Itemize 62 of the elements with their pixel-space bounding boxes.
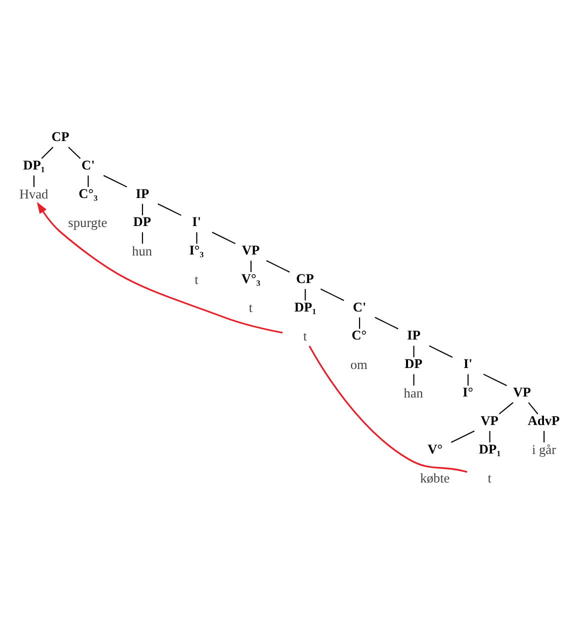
node-text: VP bbox=[513, 384, 531, 399]
connector bbox=[544, 430, 545, 442]
node-text: V° bbox=[428, 440, 443, 456]
node-text: han bbox=[404, 384, 424, 400]
node-text: DP₁ bbox=[478, 440, 501, 456]
node-text: I° bbox=[462, 384, 474, 399]
connector bbox=[308, 345, 468, 472]
connector bbox=[196, 232, 198, 244]
connector bbox=[320, 288, 344, 300]
node-text: VP bbox=[242, 242, 260, 258]
connector bbox=[489, 430, 490, 442]
node-text: V°₃ bbox=[241, 270, 260, 286]
node-text: spurgte bbox=[68, 214, 108, 230]
node-text: C' bbox=[82, 156, 95, 172]
node-text: i går bbox=[532, 442, 556, 457]
connector bbox=[483, 373, 507, 386]
node-text: VP bbox=[480, 412, 498, 428]
connector bbox=[359, 316, 360, 328]
node-text: IP bbox=[136, 185, 150, 200]
node-text: CP bbox=[296, 270, 314, 286]
node-text: IP bbox=[407, 327, 420, 342]
connector bbox=[103, 174, 128, 187]
connector bbox=[428, 344, 453, 358]
connector bbox=[468, 374, 469, 386]
node-text: C' bbox=[352, 298, 366, 314]
node-text: om bbox=[350, 356, 368, 372]
connector bbox=[266, 260, 290, 272]
node-text: I°₃ bbox=[189, 242, 204, 258]
connector bbox=[88, 175, 89, 186]
node-text: DP bbox=[133, 214, 152, 229]
node-text: Hvad bbox=[19, 186, 48, 202]
node-text: t bbox=[303, 328, 307, 344]
node-text: I' bbox=[463, 356, 472, 371]
node-text: C° bbox=[352, 327, 367, 342]
connector bbox=[450, 430, 475, 442]
connector bbox=[33, 175, 34, 186]
connector bbox=[413, 374, 414, 386]
node-text: t bbox=[194, 271, 198, 286]
node-text: AdvP bbox=[528, 412, 560, 428]
connector bbox=[528, 402, 538, 414]
connector bbox=[41, 146, 54, 158]
connector bbox=[304, 288, 306, 300]
connector bbox=[250, 260, 252, 272]
connector bbox=[212, 231, 236, 244]
connector bbox=[142, 232, 144, 244]
node-text: købte bbox=[420, 470, 450, 485]
connector bbox=[142, 203, 144, 215]
arrow bbox=[36, 201, 283, 334]
connector bbox=[158, 202, 182, 216]
node-text: DP₁ bbox=[23, 156, 45, 172]
connector bbox=[68, 146, 81, 158]
connector bbox=[498, 402, 514, 414]
node-text: C°₃ bbox=[78, 185, 98, 200]
node-text: I' bbox=[192, 214, 202, 229]
node-text: DP bbox=[404, 356, 422, 371]
node-text: t bbox=[488, 470, 492, 485]
connector bbox=[374, 316, 398, 329]
node-text: hun bbox=[132, 242, 152, 258]
connector bbox=[413, 345, 414, 357]
node-text: CP bbox=[51, 128, 70, 144]
node-text: DP₁ bbox=[294, 298, 316, 314]
node-text: t bbox=[248, 300, 253, 315]
